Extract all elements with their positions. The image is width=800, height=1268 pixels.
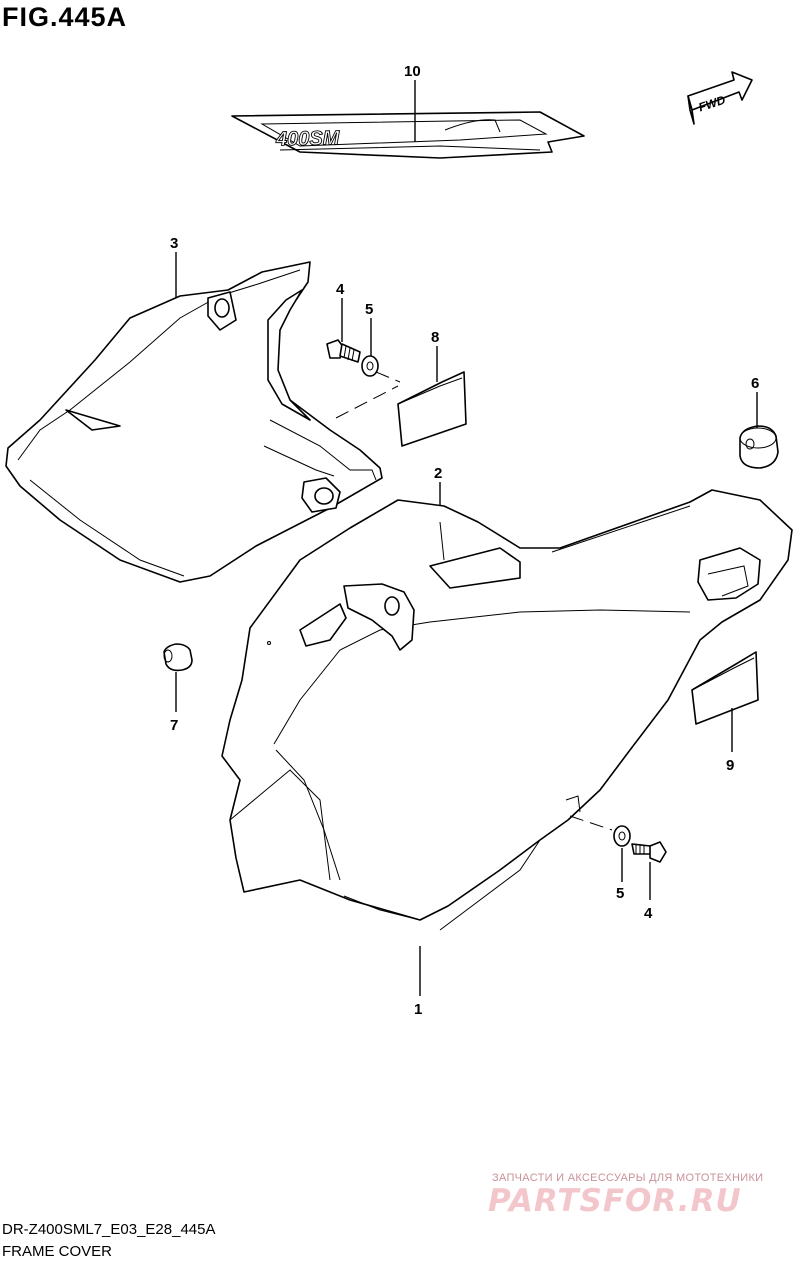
callout-2: 2 xyxy=(434,465,442,482)
decal-text: 400SM xyxy=(275,127,341,150)
part-4-bolt-lower xyxy=(631,841,667,863)
callout-6: 6 xyxy=(751,375,759,392)
callout-5-lower: 5 xyxy=(616,885,624,902)
part-6-grommet xyxy=(739,425,779,469)
callout-10: 10 xyxy=(404,63,421,80)
part-5-washer-lower xyxy=(613,825,631,847)
watermark-subtitle: ЗАПЧАСТИ И АКСЕССУАРЫ ДЛЯ МОТОТЕХНИКИ xyxy=(492,1172,764,1184)
part-8-pad xyxy=(397,371,467,447)
part-4-bolt-upper xyxy=(326,339,361,363)
fwd-arrow-icon: FWD xyxy=(687,71,753,125)
callout-7: 7 xyxy=(170,717,178,734)
part-3-left-frame-cover xyxy=(5,261,383,583)
diagram-code: DR-Z400SML7_E03_E28_445A xyxy=(2,1221,216,1238)
part-1-lower-cover xyxy=(439,839,541,931)
part-10-decal: 400SM xyxy=(231,111,585,159)
figure-title: FIG.445A xyxy=(2,2,128,32)
diagram-caption: FRAME COVER xyxy=(2,1243,113,1260)
callout-4-upper: 4 xyxy=(336,281,345,298)
part-2-main-frame-cover xyxy=(221,489,793,921)
callout-3: 3 xyxy=(170,235,178,252)
part-9-pad xyxy=(691,651,759,725)
part-5-washer-upper xyxy=(361,355,379,377)
callout-9: 9 xyxy=(726,757,734,774)
callout-5-upper: 5 xyxy=(365,301,373,318)
part-7-grommet xyxy=(163,643,193,672)
callout-4-lower: 4 xyxy=(644,905,653,922)
watermark-brand: PARTSFOR.RU xyxy=(488,1183,742,1219)
callout-1: 1 xyxy=(414,1001,422,1018)
callout-8: 8 xyxy=(431,329,439,346)
